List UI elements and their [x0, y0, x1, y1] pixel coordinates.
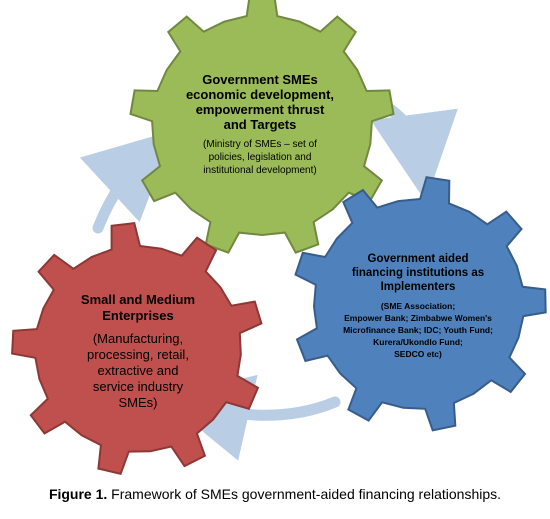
green-gear-label: Government SMEs economic development, em… — [160, 72, 360, 177]
red-detail-line: extractive and — [97, 363, 179, 378]
gear-government-smes — [129, 0, 395, 254]
red-detail-line: processing, retail, — [87, 347, 189, 362]
green-title-line: Government SMEs — [202, 72, 318, 87]
blue-title-line: Government aided — [367, 253, 469, 265]
red-detail-line: (Manufacturing, — [92, 331, 184, 346]
gear-financing-institutions — [294, 176, 547, 432]
green-detail-line: institutional development) — [203, 165, 317, 176]
blue-detail-line: (SME Association; — [380, 301, 456, 311]
green-title-line: economic development, — [185, 87, 335, 102]
green-title-line: and Targets — [223, 117, 297, 132]
red-title-line: Enterprises — [102, 308, 174, 323]
blue-detail-line: Kurera/Ukondlo Fund; — [373, 337, 463, 347]
cycle-arrow-blue-to-red — [162, 374, 341, 461]
caption-text: Framework of SMEs government-aided finan… — [107, 486, 502, 502]
green-detail-line: (Ministry of SMEs – set of — [203, 139, 317, 150]
gear-diagram — [11, 0, 547, 475]
red-gear-label: Small and Medium Enterprises (Manufactur… — [58, 292, 218, 411]
red-title-line: Small and Medium — [80, 292, 196, 307]
blue-gear-label: Government aided financing institutions … — [318, 252, 518, 360]
blue-detail-line: SEDCO etc) — [394, 349, 442, 359]
green-detail-line: policies, legislation and — [208, 152, 312, 163]
blue-title-line: financing institutions as — [351, 267, 485, 279]
blue-detail-line: Empower Bank; Zimbabwe Women's — [344, 313, 492, 323]
gear-small-medium-enterprises — [11, 222, 263, 475]
cycle-arrow-red-to-green — [79, 130, 175, 234]
blue-detail-line: Microfinance Bank; IDC; Youth Fund; — [343, 325, 493, 335]
red-detail-line: SMEs) — [118, 395, 158, 410]
caption-label: Figure 1. — [48, 486, 108, 502]
red-detail-line: service industry — [92, 379, 184, 394]
green-title-line: empowerment thrust — [195, 102, 325, 117]
blue-title-line: Implementers — [380, 281, 456, 293]
figure-caption: Figure 1. Framework of SMEs government-a… — [0, 486, 550, 502]
